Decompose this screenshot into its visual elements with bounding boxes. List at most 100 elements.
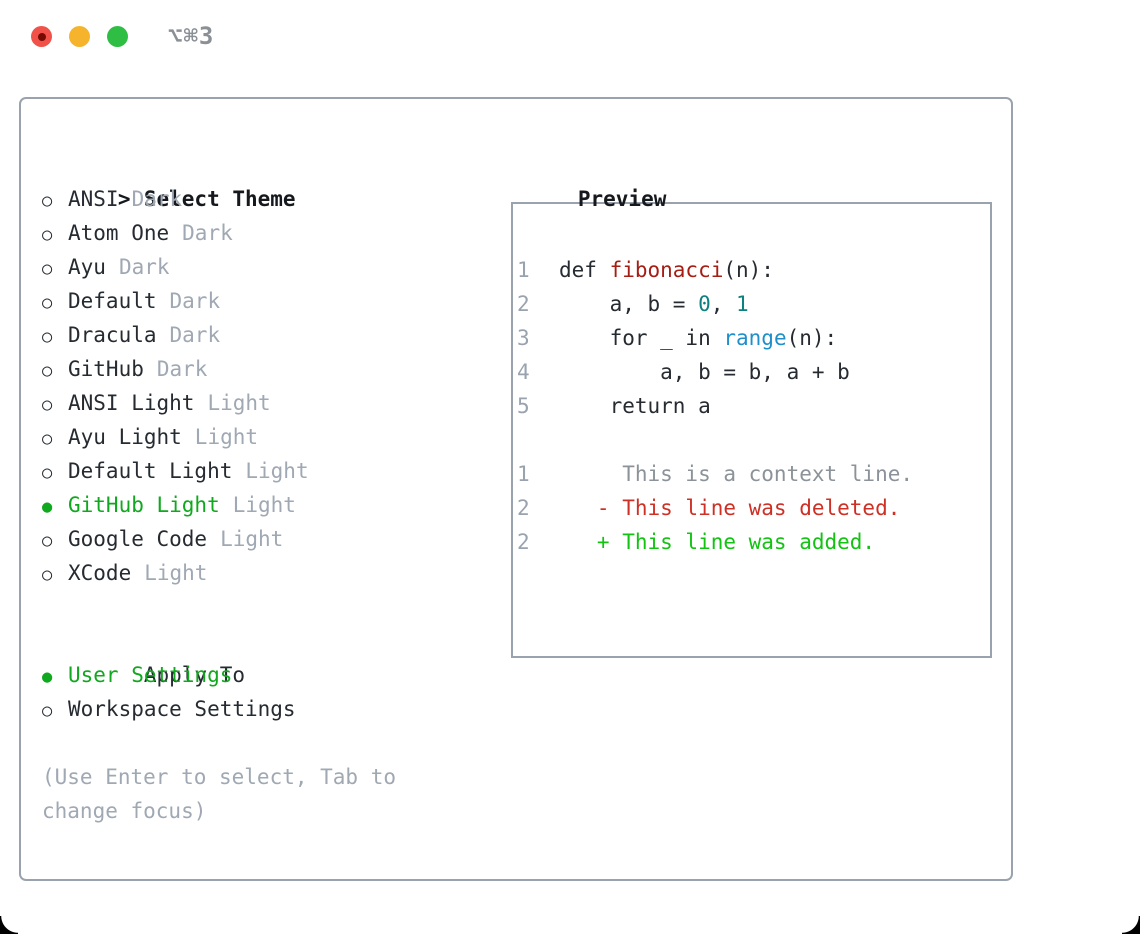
radio-icon: ○ [42,327,53,347]
code-line: 5 return a [517,389,990,423]
theme-name: GitHub [68,357,144,381]
theme-name: Google Code [68,527,208,551]
theme-option-ayu[interactable]: ○ Ayu Dark [42,250,396,284]
code-line: 1 This is a context line. [517,457,990,491]
code-segment: + This line was added. [559,530,876,554]
line-number: 2 [517,292,530,316]
radio-icon: ○ [42,191,53,211]
apply-option-user-settings[interactable]: ● User Settings [42,658,396,692]
unsaved-dot-icon [37,32,46,41]
theme-name: ANSI Light [68,391,195,415]
theme-variant-label: Dark [118,255,170,279]
theme-variant-label: Dark [169,323,221,347]
code-segment: (n): [786,326,838,350]
spacer-row [42,726,396,760]
theme-name: XCode [68,561,132,585]
line-number: 1 [517,258,530,282]
theme-variant-label: Light [194,425,259,449]
theme-option-ayu-light[interactable]: ○ Ayu Light Light [42,420,396,454]
radio-icon: ○ [42,463,53,483]
theme-option-ansi-light[interactable]: ○ ANSI Light Light [42,386,396,420]
theme-option-dracula[interactable]: ○ Dracula Dark [42,318,396,352]
theme-variant-label: Light [245,459,309,483]
screen-corner-bottom-left [0,916,18,934]
radio-icon: ○ [42,225,53,245]
theme-option-xcode[interactable]: ○ XCode Light [42,556,396,590]
code-segment: , [710,292,737,316]
theme-name: Ayu [68,255,106,279]
theme-name: Atom One [68,221,170,245]
hint-line-1: (Use Enter to select, Tab to [42,765,397,789]
theme-name: Default [68,289,157,313]
select-theme-title: Select Theme [143,187,296,211]
radio-icon: ○ [42,531,53,551]
code-segment: 1 [736,292,749,316]
theme-variant-label: Light [232,493,296,517]
apply-option-workspace-settings[interactable]: ○ Workspace Settings [42,692,396,726]
code-segment: fibonacci [609,258,724,282]
select-theme-heading: >Select Theme [42,148,396,211]
theme-variant-label: Dark [182,221,233,245]
theme-variant-label: Dark [169,289,221,313]
radio-icon: ○ [42,429,53,449]
radio-selected-icon: ● [42,497,53,517]
theme-option-github-light[interactable]: ● GitHub Light Light [42,488,396,522]
theme-variant-label: Light [207,391,271,415]
theme-variant-label: Light [144,561,208,585]
apply-to-options-list: ● User Settings ○ Workspace Settings [42,658,396,726]
code-segment: a, b = b, a + b [559,360,850,384]
line-number: 1 [517,462,530,486]
preview-heading: Preview [502,148,992,211]
zoom-button[interactable] [107,26,128,47]
theme-variant-label: Light [220,527,284,551]
theme-option-ansi[interactable]: ○ ANSI Dark [42,182,396,216]
theme-option-atom-one[interactable]: ○ Atom One Dark [42,216,396,250]
line-number: 2 [517,530,530,554]
code-line: 2 + This line was added. [517,525,990,559]
minimize-button[interactable] [69,26,90,47]
radio-selected-icon: ● [42,667,53,687]
screen-corner-bottom-right [1122,916,1140,934]
code-segment: def [559,258,610,282]
radio-icon: ○ [42,259,53,279]
code-segment: - This line was deleted. [559,496,901,520]
hint-line-2: change focus) [42,799,207,823]
code-line: 4 a, b = b, a + b [517,355,990,389]
code-segment: return a [559,394,711,418]
code-segment: 0 [698,292,711,316]
radio-icon: ○ [42,395,53,415]
apply-option-label: User Settings [68,663,233,687]
code-line [517,423,990,457]
window-title: ⌥⌘3 [168,22,215,50]
line-number: 2 [517,496,530,520]
close-button[interactable] [31,26,52,47]
theme-name: Ayu Light [68,425,182,449]
theme-name: ANSI [68,187,119,211]
code-segment: This is a context line. [559,462,914,486]
line-number: 3 [517,326,530,350]
spacer-row [42,590,396,624]
code-segment: a, b = [559,292,699,316]
apply-to-heading: Apply To [42,624,396,687]
theme-variant-label: Dark [131,187,183,211]
radio-icon: ○ [42,565,53,585]
theme-variant-label: Dark [156,357,208,381]
theme-option-google-code[interactable]: ○ Google Code Light [42,522,396,556]
radio-icon: ○ [42,701,53,721]
code-line: 3 for _ in range(n): [517,321,990,355]
code-segment: (n): [723,258,774,282]
theme-name: GitHub Light [68,493,220,517]
line-number: 5 [517,394,530,418]
theme-name: Dracula [68,323,157,347]
code-line: 2 a, b = 0, 1 [517,287,990,321]
apply-option-label: Workspace Settings [68,697,296,721]
